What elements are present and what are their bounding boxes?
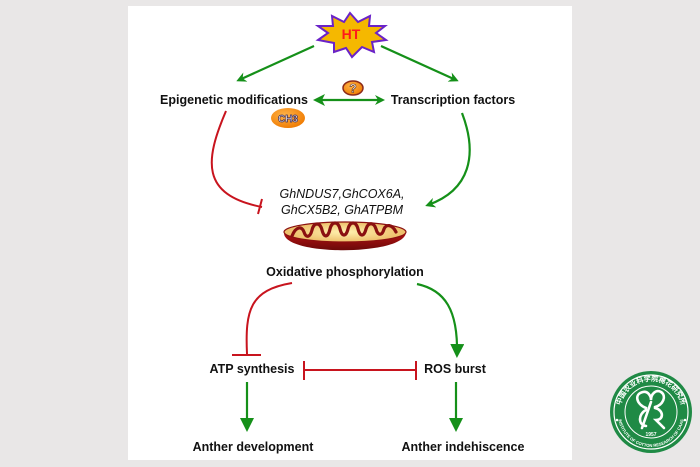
epigenetic-modifications-label: Epigenetic modifications (160, 93, 308, 107)
cotton-emblem-icon (636, 389, 666, 430)
ch3-label: CH3 (278, 114, 298, 125)
transcription-factors-label: Transcription factors (391, 93, 515, 107)
burst-shape-icon (314, 11, 389, 59)
arrow-oxphos-to-ros (416, 282, 465, 358)
atp-synthesis-label: ATP synthesis (210, 362, 295, 376)
mitochondrion-icon (283, 221, 407, 251)
logo-year: 1957 (645, 432, 656, 438)
genes-line-1: GhNDUS7,GhCOX6A, (279, 187, 404, 201)
arrow-tf-to-genes (425, 112, 471, 208)
anther-development-label: Anther development (193, 440, 315, 454)
ros-burst-label: ROS burst (424, 362, 487, 376)
oxidative-phosphorylation-label: Oxidative phosphorylation (266, 265, 424, 279)
anther-indehiscence-label: Anther indehiscence (402, 440, 525, 454)
arrow-ht-to-epigenetic (236, 44, 315, 82)
inhibit-epi-to-genes (210, 110, 263, 208)
arrow-ht-to-transcription (380, 44, 459, 82)
genes-line-2: GhCX5B2, GhATPBM (281, 203, 404, 217)
inhibit-oxphos-to-atp (245, 282, 293, 355)
trigger-label: HT (342, 26, 361, 42)
question-badge: ? (342, 80, 364, 96)
methyl-badge: CH3 (271, 108, 305, 128)
inhibit-bar-genes (257, 198, 263, 215)
question-mark-icon: ? (349, 82, 356, 96)
ht-burst: HT (314, 11, 389, 59)
institute-logo: 中国农业科学院棉花研究所 INSTITUTE OF COTTON RESEARC… (610, 371, 692, 453)
